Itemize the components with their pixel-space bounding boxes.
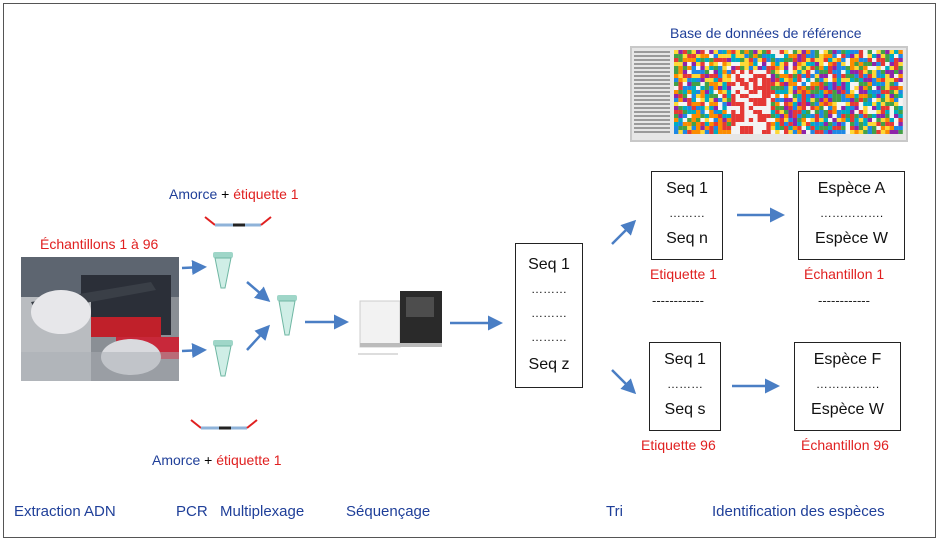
primer-label-bottom: Amorce + étiquette 1 (152, 452, 282, 468)
lab-pipetting-photo (21, 257, 179, 381)
sorted-bottom-seq-last: Seq s (664, 401, 706, 418)
sorted-bottom-seq-ellipsis: ……… (667, 377, 703, 391)
pooled-seq-ellipsis-3: ……… (531, 330, 567, 344)
diagram-frame (3, 3, 936, 538)
sorted-bottom-seq-first: Seq 1 (664, 351, 706, 368)
sequence-alignment-image (630, 46, 908, 142)
species-box-bottom: Espèce F ……………. Espèce W (794, 342, 901, 431)
arrow-tube-top-to-pool (246, 281, 271, 302)
arrow-tube-bottom-to-pool (246, 324, 271, 351)
sorted-seq-box-top: Seq 1 ……… Seq n (651, 171, 723, 260)
pooled-sequences-box: Seq 1 ……… ……… ……… Seq z (515, 243, 583, 388)
sequencer-machine-image (358, 291, 442, 355)
primer-word-bottom: Amorce (152, 452, 201, 468)
stage-extraction: Extraction ADN (14, 503, 116, 520)
separator-left: ------------ (652, 293, 704, 308)
species-bottom-last: Espèce W (811, 401, 884, 418)
species-top-first: Espèce A (817, 180, 886, 197)
primer-plus-bottom: + (200, 452, 217, 468)
stage-identification: Identification des espèces (712, 503, 885, 520)
sample-label-top: Échantillon 1 (804, 266, 885, 282)
primer-tag-bottom: étiquette 1 (216, 452, 282, 468)
arrow-seqbox-to-top (611, 219, 637, 245)
pcr-tube-top-icon (213, 252, 233, 289)
primer-construct-bottom (190, 419, 258, 430)
stage-sorting: Tri (606, 503, 623, 520)
species-top-last: Espèce W (815, 230, 888, 247)
tag-label-bottom: Etiquette 96 (641, 437, 716, 453)
stage-pcr: PCR (176, 503, 208, 520)
pooled-seq-first: Seq 1 (528, 256, 570, 273)
samples-label: Échantillons 1 à 96 (40, 236, 159, 252)
sample-label-bottom: Échantillon 96 (801, 437, 889, 453)
pcr-tube-bottom-icon (213, 340, 233, 377)
pooled-seq-ellipsis-1: ……… (531, 282, 567, 296)
pooled-seq-ellipsis-2: ……… (531, 306, 567, 320)
pooled-seq-last: Seq z (528, 356, 570, 373)
stage-sequencing: Séquençage (346, 503, 431, 520)
arrow-seqbox-to-bottom (611, 369, 637, 395)
species-top-ellipsis: ……………. (819, 206, 884, 220)
primer-word-top: Amorce (169, 186, 218, 202)
species-bottom-first: Espèce F (813, 351, 882, 368)
reference-db-title: Base de données de référence (670, 25, 862, 41)
sorted-top-seq-first: Seq 1 (666, 180, 708, 197)
species-bottom-ellipsis: ……………. (815, 377, 880, 391)
arrow-photo-to-tube-bottom (181, 343, 207, 359)
primer-plus-top: + (217, 186, 234, 202)
pooled-tube-icon (277, 295, 297, 336)
sorted-seq-box-bottom: Seq 1 ……… Seq s (649, 342, 721, 431)
primer-label-top: Amorce + étiquette 1 (169, 186, 299, 202)
sorted-top-seq-last: Seq n (666, 230, 708, 247)
species-box-top: Espèce A ……………. Espèce W (798, 171, 905, 260)
primer-tag-top: étiquette 1 (233, 186, 299, 202)
separator-right: ------------ (818, 293, 870, 308)
arrow-photo-to-tube-top (181, 260, 207, 276)
primer-construct-top (204, 216, 272, 227)
tag-label-top: Etiquette 1 (650, 266, 717, 282)
sorted-top-seq-ellipsis: ……… (669, 206, 705, 220)
stage-multiplexing: Multiplexage (220, 503, 305, 520)
